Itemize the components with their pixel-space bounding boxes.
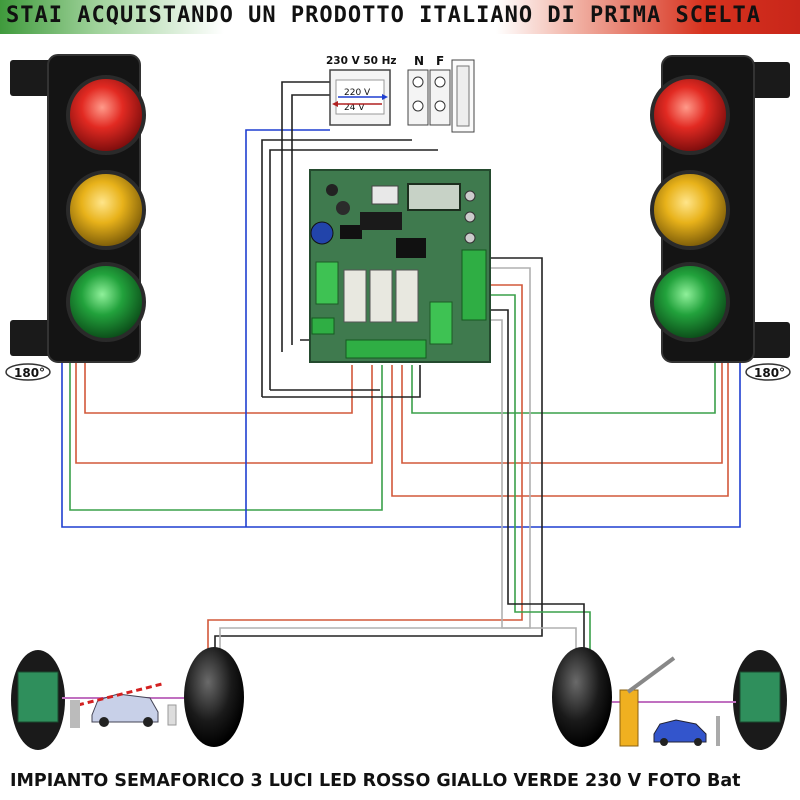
wires	[61, 81, 741, 655]
wire-photo-4	[490, 294, 591, 655]
traffic-light-left: 180°	[5, 54, 146, 381]
wire-green-right	[411, 362, 716, 414]
photocell-receiver-left	[11, 650, 65, 750]
wire-black-trafo2	[291, 94, 330, 345]
red-lamp-left	[66, 75, 146, 155]
yellow-lamp-left	[66, 170, 146, 250]
phase-label: F	[436, 54, 444, 68]
photocell-transmitter-right	[552, 647, 612, 747]
wire-blue-mid	[245, 129, 330, 527]
wire-photo-1	[214, 257, 543, 655]
terminal-block-power	[311, 317, 335, 335]
wire-orange-left	[75, 362, 373, 464]
wire-black-out	[262, 365, 421, 398]
wire-black-trafo	[281, 81, 330, 352]
car-illustration-left	[70, 682, 177, 728]
wire-photo-5	[490, 309, 585, 655]
fuse-holder-2	[429, 301, 453, 345]
lcd-display	[407, 183, 461, 211]
red-lamp-right	[650, 75, 730, 155]
wire-red-left	[84, 362, 353, 414]
power-terminal: N F	[407, 54, 475, 133]
photocell-receiver-right	[733, 650, 787, 750]
transformer-secondary: 24 V	[344, 103, 365, 113]
barrier-illustration-right	[619, 656, 720, 747]
relay-1	[343, 269, 367, 323]
wire-black-power1	[261, 139, 412, 397]
wire-orange-right	[401, 362, 723, 464]
control-board	[309, 169, 491, 363]
wire-red-right	[391, 362, 729, 497]
transformer-primary: 220 V	[344, 88, 371, 98]
yellow-lamp-right	[650, 170, 730, 250]
wire-photo-6	[490, 319, 577, 655]
transformer: 230 V 50 Hz 220 V 24 V	[326, 55, 397, 126]
relay-3	[395, 269, 419, 323]
italian-flag-banner: STAI ACQUISTANDO UN PRODOTTO ITALIANO DI…	[0, 0, 800, 34]
wire-blue-left	[61, 362, 741, 528]
rotation-label-left: 180°	[14, 366, 45, 380]
footer-caption: IMPIANTO SEMAFORICO 3 LUCI LED ROSSO GIA…	[10, 771, 741, 791]
photocell-transmitter-left	[184, 647, 244, 747]
wire-green-left	[69, 362, 383, 511]
traffic-light-right: 180°	[650, 55, 791, 381]
terminal-block-bottom	[345, 339, 427, 359]
banner-text: STAI ACQUISTANDO UN PRODOTTO ITALIANO DI…	[6, 3, 761, 28]
wire-black-power2	[269, 149, 438, 390]
relay-2	[369, 269, 393, 323]
rotation-label-right: 180°	[754, 366, 785, 380]
transformer-rating: 230 V 50 Hz	[326, 55, 397, 67]
capacitor	[310, 221, 334, 245]
green-lamp-left	[66, 262, 146, 342]
wire-photo-3	[207, 284, 523, 655]
fuse-holder-1	[315, 261, 339, 305]
green-lamp-right	[650, 262, 730, 342]
terminal-block-right	[461, 249, 487, 321]
neutral-label: N	[414, 54, 424, 68]
